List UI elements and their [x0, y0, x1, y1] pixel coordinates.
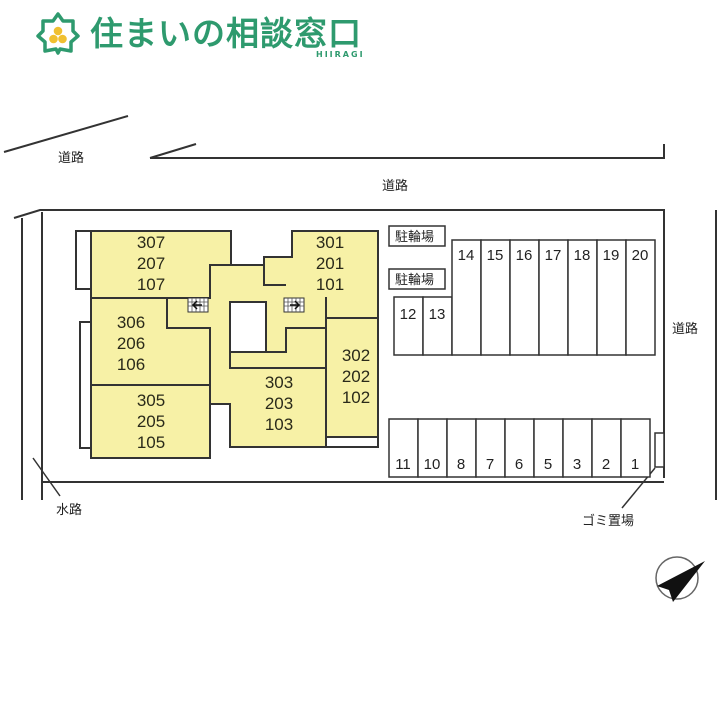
svg-text:5: 5 [544, 456, 552, 473]
svg-text:202: 202 [342, 367, 370, 386]
svg-text:15: 15 [487, 247, 504, 264]
svg-text:105: 105 [137, 433, 165, 452]
road-label-top-left: 道路 [58, 150, 84, 166]
bicycle-parking-label-2: 駐輪場 [388, 268, 446, 290]
svg-text:305: 305 [137, 391, 165, 410]
svg-text:20: 20 [632, 247, 649, 264]
svg-text:17: 17 [545, 247, 562, 264]
svg-text:2: 2 [602, 456, 610, 473]
bicycle-parking-label-1: 駐輪場 [388, 225, 446, 247]
svg-text:102: 102 [342, 388, 370, 407]
svg-text:306: 306 [117, 313, 145, 332]
unit-301: 301 201 101 [316, 233, 344, 294]
logo-title: 住まいの相談窓口 [90, 13, 362, 53]
garbage-area-label: ゴミ置場 [582, 513, 634, 529]
unit-302: 302 202 102 [342, 346, 370, 407]
svg-text:8: 8 [457, 456, 465, 473]
waterway-label: 水路 [56, 502, 82, 518]
svg-text:13: 13 [429, 306, 446, 323]
parking-top [393, 239, 656, 356]
svg-text:302: 302 [342, 346, 370, 365]
svg-text:205: 205 [137, 412, 165, 431]
svg-text:303: 303 [265, 373, 293, 392]
road-label-right: 道路 [672, 321, 698, 337]
road-label-top: 道路 [382, 178, 408, 194]
svg-text:106: 106 [117, 355, 145, 374]
svg-text:19: 19 [603, 247, 620, 264]
stairs-icon [283, 297, 305, 313]
svg-text:11: 11 [395, 456, 411, 473]
parking-top-labels: 12 13 14 15 16 17 18 19 20 [400, 247, 649, 323]
svg-text:101: 101 [316, 275, 344, 294]
logo-subtitle: HIIRAGI [316, 50, 365, 59]
leaf-hexagon-icon [36, 12, 80, 55]
svg-text:103: 103 [265, 415, 293, 434]
logo: 住まいの相談窓口 [36, 8, 362, 58]
unit-306: 306 206 106 [117, 313, 145, 374]
svg-text:18: 18 [574, 247, 591, 264]
unit-307: 307 207 107 [137, 233, 165, 294]
svg-text:14: 14 [458, 247, 475, 264]
svg-text:12: 12 [400, 306, 417, 323]
parking-bottom-labels: 11 10 8 7 6 5 3 2 1 [395, 456, 639, 473]
svg-text:7: 7 [486, 456, 494, 473]
svg-text:201: 201 [316, 254, 344, 273]
svg-text:3: 3 [573, 456, 581, 473]
svg-text:1: 1 [631, 456, 639, 473]
stairs-icon [187, 297, 209, 313]
svg-text:301: 301 [316, 233, 344, 252]
svg-text:10: 10 [424, 456, 441, 473]
svg-text:6: 6 [515, 456, 523, 473]
svg-text:203: 203 [265, 394, 293, 413]
svg-text:207: 207 [137, 254, 165, 273]
svg-text:駐輪場: 駐輪場 [395, 272, 434, 288]
svg-text:107: 107 [137, 275, 165, 294]
road-lines [3, 115, 717, 500]
svg-text:206: 206 [117, 334, 145, 353]
unit-305: 305 205 105 [137, 391, 165, 452]
svg-text:16: 16 [516, 247, 533, 264]
svg-text:駐輪場: 駐輪場 [395, 229, 434, 245]
parking-bottom [388, 418, 651, 478]
unit-303: 303 203 103 [265, 373, 293, 434]
svg-text:307: 307 [137, 233, 165, 252]
north-arrow-icon [655, 556, 705, 602]
